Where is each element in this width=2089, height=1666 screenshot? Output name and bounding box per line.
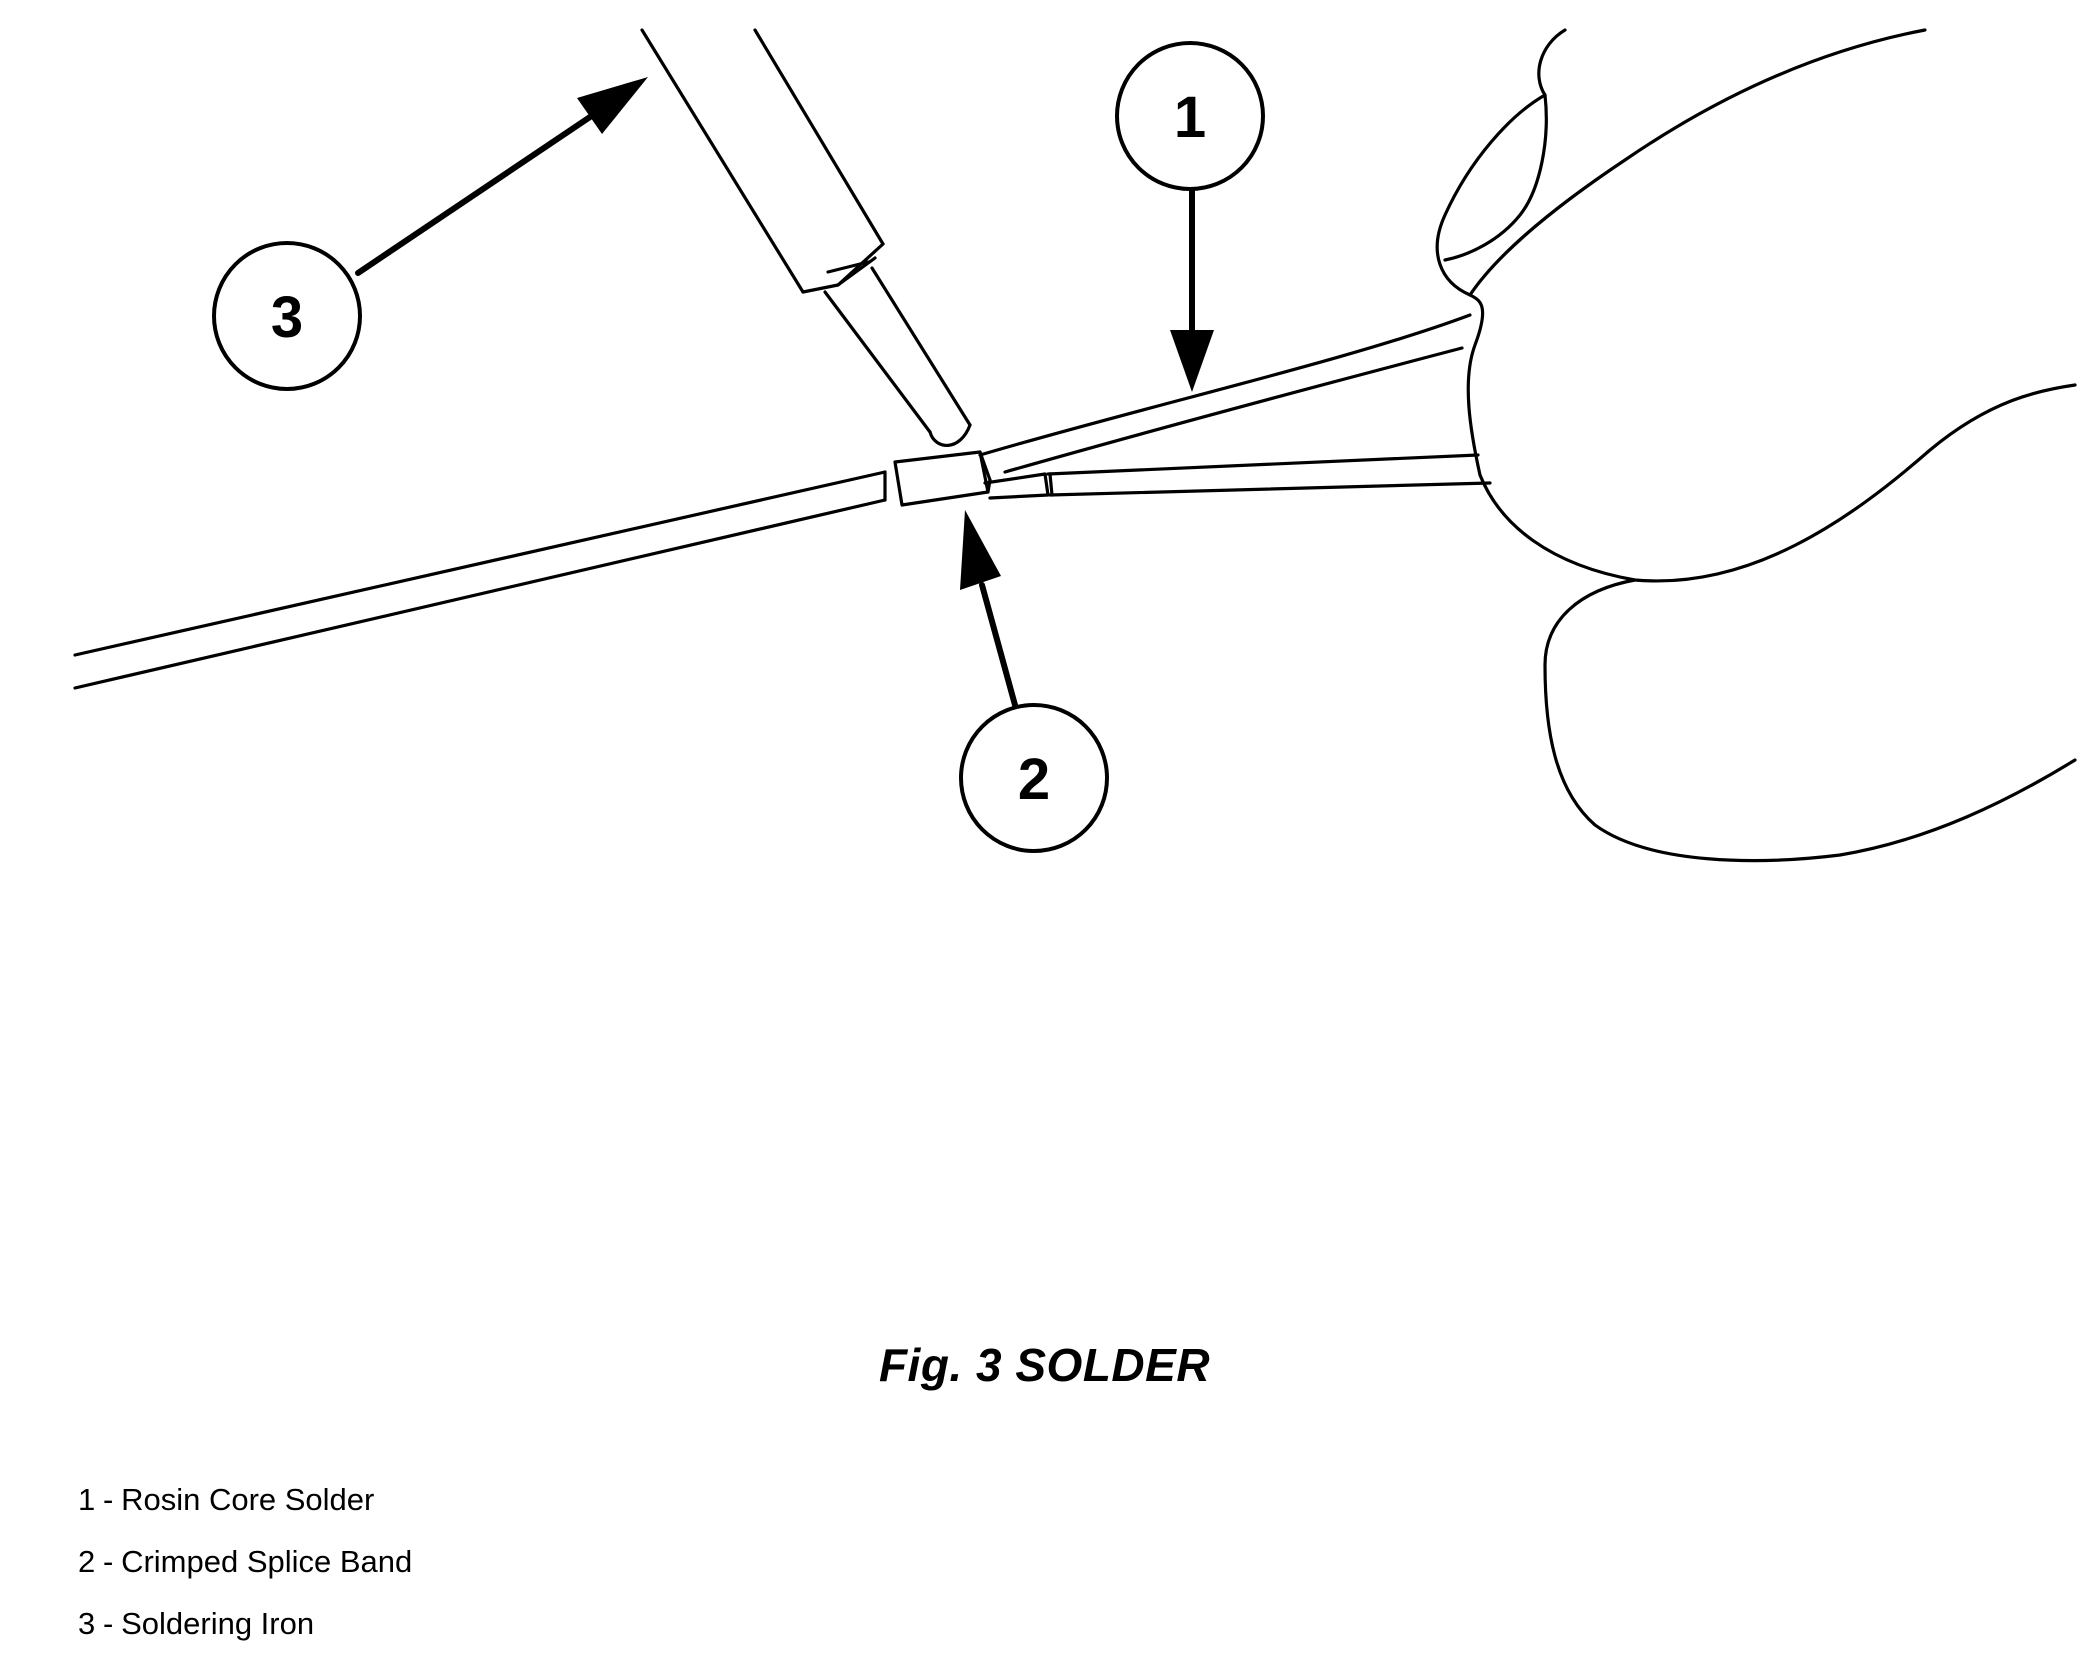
legend-item-label: Crimped Splice Band <box>121 1544 413 1579</box>
legend-item: 3-Soldering Iron <box>78 1604 412 1666</box>
soldering-iron <box>640 28 972 447</box>
callout-2-number: 2 <box>1018 747 1050 812</box>
legend-item-label: Rosin Core Solder <box>121 1482 375 1517</box>
callout-1-circle <box>1115 41 1265 191</box>
wire <box>73 470 887 690</box>
callout-3: 3 <box>212 241 362 391</box>
wire-right <box>983 453 1492 500</box>
figure-caption: Fig. 3 SOLDER <box>878 1339 1211 1391</box>
legend-item: 1-Rosin Core Solder <box>78 1480 412 1542</box>
legend-item-number: 2 <box>78 1544 96 1579</box>
legend: 1-Rosin Core Solder 2-Crimped Splice Ban… <box>78 1480 412 1666</box>
legend-item-number: 1 <box>78 1482 96 1517</box>
callout-3-circle <box>212 241 362 391</box>
legend-separator: - <box>103 1606 114 1641</box>
legend-item: 2-Crimped Splice Band <box>78 1542 412 1604</box>
callout-2: 2 <box>959 703 1109 853</box>
callout-3-arrow <box>355 77 648 276</box>
fingers <box>1435 28 2077 863</box>
legend-item-number: 3 <box>78 1606 96 1641</box>
callout-2-circle <box>959 703 1109 853</box>
legend-item-label: Soldering Iron <box>121 1606 315 1641</box>
callout-1-arrow <box>1170 187 1214 392</box>
callout-1: 1 <box>1115 41 1265 191</box>
callout-1-number: 1 <box>1174 85 1206 150</box>
callout-2-arrow <box>960 510 1018 708</box>
crimped-splice-band <box>893 450 992 507</box>
callout-3-number: 3 <box>271 285 303 350</box>
rosin-core-solder <box>978 313 1472 474</box>
legend-separator: - <box>103 1544 114 1579</box>
legend-separator: - <box>103 1482 114 1517</box>
